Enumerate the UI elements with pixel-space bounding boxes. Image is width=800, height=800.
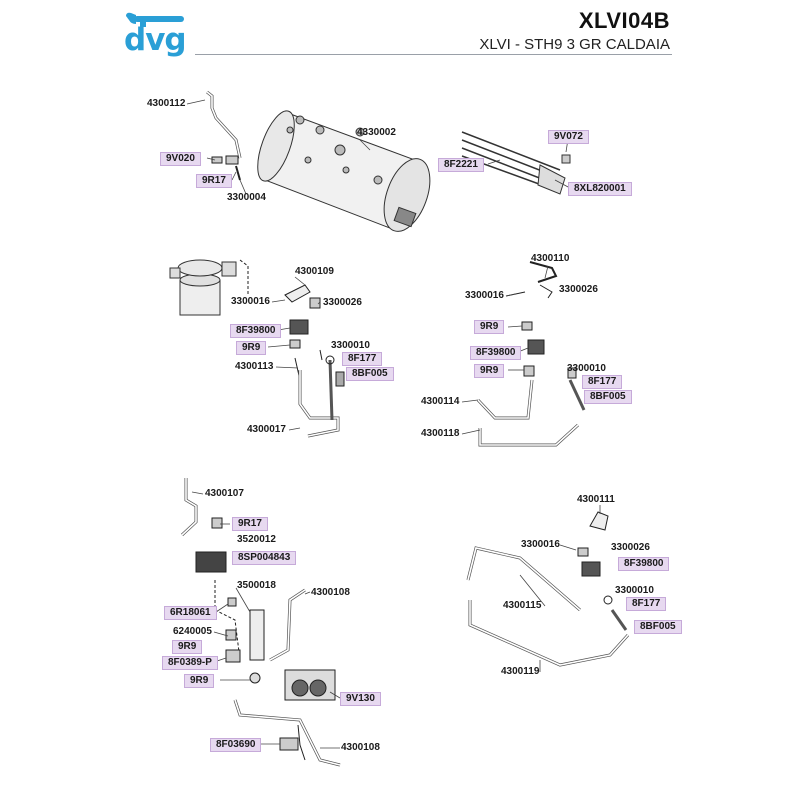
- part-label-4330002: 4330002: [357, 127, 396, 138]
- brand-logo-text: dvg: [124, 22, 187, 58]
- part-label-8F39800: 8F39800: [230, 324, 282, 338]
- part-label-9R17: 9R17: [196, 174, 232, 188]
- part-label-9V020: 9V020: [160, 152, 201, 166]
- part-label-9V072: 9V072: [548, 130, 589, 144]
- part-label-4300112: 4300112: [147, 98, 186, 109]
- part-label-8F39800: 8F39800: [470, 346, 522, 360]
- part-label-6240005: 6240005: [173, 626, 212, 637]
- part-label-8BF005: 8BF005: [634, 620, 682, 634]
- part-label-8SP004843: 8SP004843: [232, 551, 297, 565]
- part-label-9R9: 9R9: [236, 341, 267, 355]
- part-label-4300108: 4300108: [341, 742, 380, 753]
- part-label-4300119: 4300119: [501, 666, 540, 677]
- part-label-4300017: 4300017: [247, 424, 286, 435]
- part-label-8F177: 8F177: [626, 597, 667, 611]
- part-label-3300010: 3300010: [615, 585, 654, 596]
- header-divider: [195, 54, 672, 55]
- part-label-8F03690: 8F03690: [210, 738, 262, 752]
- part-label-4300109: 4300109: [295, 266, 334, 277]
- part-label-9R9: 9R9: [184, 674, 215, 688]
- part-label-8F0389-P: 8F0389-P: [162, 656, 218, 670]
- page-subtitle: XLVI - STH9 3 GR CALDAIA: [479, 36, 670, 53]
- part-label-4300113: 4300113: [235, 361, 274, 372]
- part-label-9R17: 9R17: [232, 517, 268, 531]
- part-label-3300016: 3300016: [465, 290, 504, 301]
- part-label-3300026: 3300026: [611, 542, 650, 553]
- part-label-8F2221: 8F2221: [438, 158, 484, 172]
- part-label-4300108: 4300108: [311, 587, 350, 598]
- part-label-4300118: 4300118: [421, 428, 460, 439]
- part-label-3300016: 3300016: [231, 296, 270, 307]
- heating-element: [461, 131, 571, 195]
- part-label-4300110: 4300110: [531, 253, 570, 264]
- part-label-3520012: 3520012: [237, 534, 276, 545]
- solenoid-valve-block: [284, 669, 336, 701]
- part-label-9R9: 9R9: [172, 640, 203, 654]
- part-label-3300010: 3300010: [331, 340, 370, 351]
- part-label-3300026: 3300026: [323, 297, 362, 308]
- part-label-4300107: 4300107: [205, 488, 244, 499]
- part-label-3300004: 3300004: [227, 192, 266, 203]
- part-label-8BF005: 8BF005: [346, 367, 394, 381]
- part-label-3500018: 3500018: [237, 580, 276, 591]
- part-label-8F177: 8F177: [342, 352, 383, 366]
- boiler-tank: [257, 110, 431, 232]
- dvg-logo-icon: [126, 12, 184, 27]
- part-label-3300010: 3300010: [567, 363, 606, 374]
- part-label-4300111: 4300111: [577, 494, 615, 505]
- part-label-9R9: 9R9: [474, 364, 505, 378]
- part-label-8BF005: 8BF005: [584, 390, 632, 404]
- part-label-4300115: 4300115: [503, 600, 542, 611]
- part-label-4300114: 4300114: [421, 396, 460, 407]
- part-label-8XL820001: 8XL820001: [568, 182, 632, 196]
- part-label-3300016: 3300016: [521, 539, 560, 550]
- part-label-3300026: 3300026: [559, 284, 598, 295]
- group-head-1: [169, 259, 237, 316]
- part-label-9V130: 9V130: [340, 692, 381, 706]
- page-code: XLVI04B: [578, 8, 670, 33]
- part-label-8F39800: 8F39800: [618, 557, 670, 571]
- part-label-6R18061: 6R18061: [164, 606, 217, 620]
- part-label-9R9: 9R9: [474, 320, 505, 334]
- part-label-8F177: 8F177: [582, 375, 623, 389]
